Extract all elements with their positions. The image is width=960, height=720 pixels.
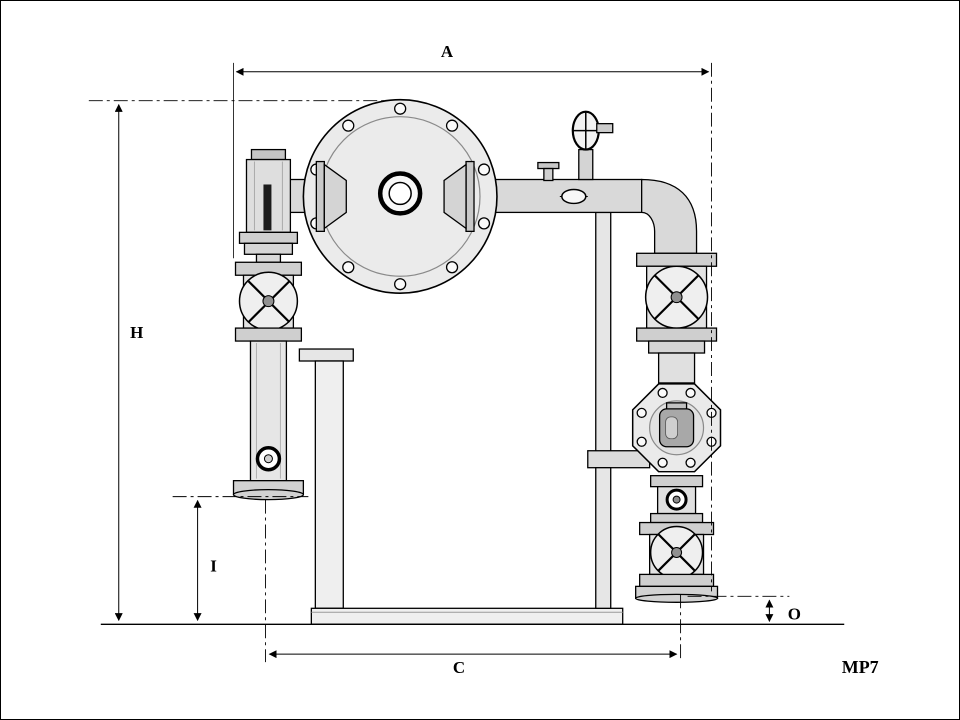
pump-head-octagon [631,383,722,473]
butterfly-valve-left [234,261,303,342]
actuator-flange-lower [243,242,294,255]
actuator-flange-upper [238,231,299,244]
bolt-hole [477,217,491,230]
actuator-cap [250,148,287,161]
spool-flange [315,160,325,233]
spool-flange [465,160,475,233]
dim-label-a: A [441,42,454,61]
adapter-flange [647,340,706,354]
suction-riser [232,340,305,501]
gate-valve-handwheel [571,110,614,181]
valve-flange-bottom [639,573,715,588]
spool-flange-bottom [649,512,704,524]
suction-base-flange-edge [232,488,305,501]
spool-flange-top [649,475,704,488]
dim-label-h: H [130,323,143,342]
bolt-hole [636,436,647,447]
dimension-c: C [264,499,682,677]
bolt-hole [394,278,407,291]
dimension-a: A [233,42,712,592]
butterfly-valve-right-upper [636,252,718,384]
bolt-hole [657,387,668,399]
valve-hub [671,546,683,558]
bolt-hole [394,102,407,115]
dim-label-o: O [788,604,801,623]
discharge-base-flange-edge [635,593,719,603]
drain-pipe-upper [595,211,612,454]
butterfly-valve-right-lower [635,521,719,603]
dimension-h: H [88,100,386,622]
hub-highlight [665,416,678,440]
spool-cone [323,163,347,230]
bolt-hole [445,261,459,274]
sight-glass-body [561,188,587,205]
frame-base-beam [310,607,624,625]
vent-cock-handle [537,161,560,170]
valve-hub [670,291,683,304]
bolt-hole [342,119,355,132]
dimension-i: I [172,496,309,622]
drain-pipe-lower [595,467,612,609]
frame-left-column [314,360,344,609]
bolt-hole [685,387,696,399]
actuator-neck [255,253,282,263]
dimension-o: O [687,595,801,623]
connector-pipe [657,352,696,384]
right-reducer-spool [443,160,475,233]
pipe-elbow [641,178,698,254]
frame-top-bracket [298,348,354,362]
drain-line [587,211,651,609]
bolt-hole [477,163,491,176]
bolt-hole [445,119,459,132]
pump-casing [302,98,498,294]
valve-arm [596,123,614,134]
left-reducer-spool [315,160,347,233]
vent-cock-stem [543,167,554,182]
valve-stem [578,148,594,181]
support-frame [298,348,624,625]
valve-flange-top [636,252,718,267]
bolt-hole [685,457,696,468]
vent-cock [537,161,560,182]
bolt-hole [636,407,647,418]
motor-actuator [238,148,299,263]
valve-flange-bottom [234,327,303,342]
bolt-hole [657,457,668,468]
dim-label-c: C [453,658,465,677]
dim-label-i: I [210,556,217,575]
spool-cone [443,163,467,230]
casing-hub-inner [388,181,412,206]
model-label: MP7 [842,657,879,677]
riser-ring-center [263,454,273,464]
bolt-hole [342,261,355,274]
valve-flange-bottom [636,327,718,342]
actuator-shaft [263,184,272,231]
sight-glass [559,188,588,205]
seal-spool [649,475,704,524]
valve-hub [262,295,275,308]
spool-ring-center [672,495,681,504]
